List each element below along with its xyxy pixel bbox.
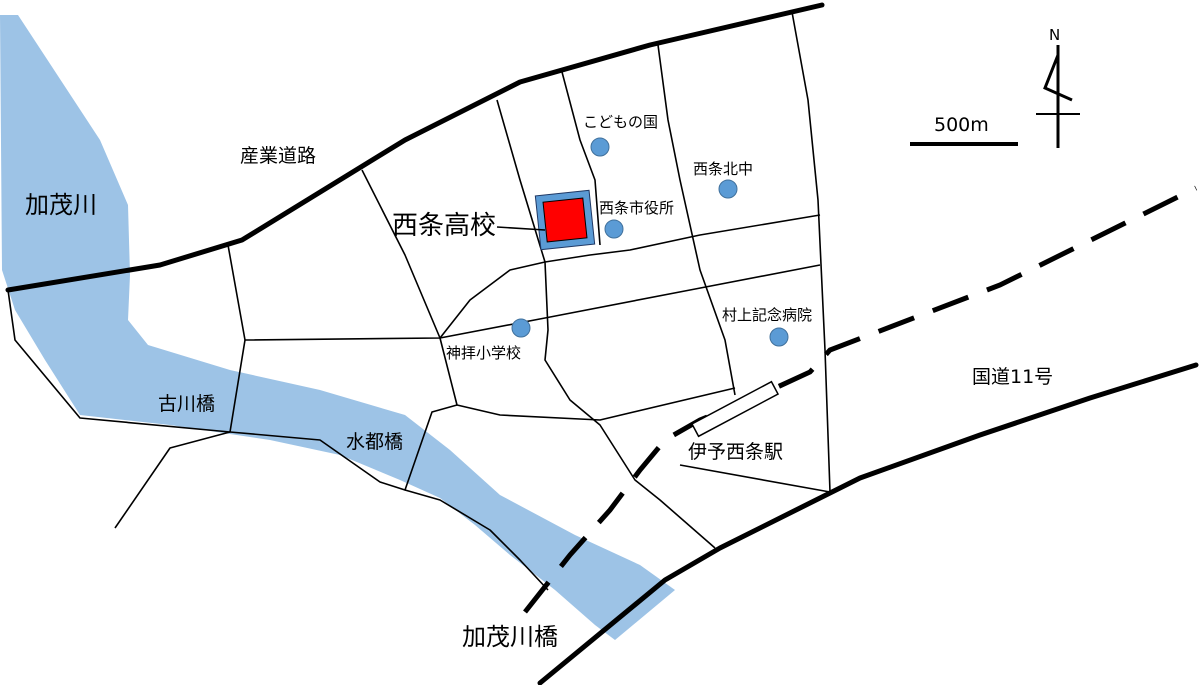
poi-marker-murakami-hospital [769, 327, 789, 347]
school-marker-fill [542, 197, 588, 243]
bridge-label-suito: 水都橋 [346, 431, 403, 453]
place-label-kannai-elementary: 神拝小学校 [446, 344, 521, 362]
river-kamogawa [0, 15, 675, 640]
place-label-saijo-kita-chu: 西条北中 [693, 160, 753, 178]
industrial-road-label: 産業道路 [240, 145, 316, 167]
north-label: N [1049, 26, 1060, 44]
place-label-city-hall: 西条市役所 [599, 199, 674, 217]
station-label: 伊予西条駅 [688, 441, 783, 463]
bridge-label-kamogawa: 加茂川橋 [462, 623, 558, 651]
place-label-kodomo-no-kuni: こどもの国 [583, 113, 658, 131]
poi-marker-kannai-elementary [511, 318, 531, 338]
poi-marker-saijo-kita-chu [718, 179, 738, 199]
industrial-road-line [5, 2, 825, 293]
scale-label: 500m [934, 114, 989, 136]
school-leader-line [496, 226, 546, 231]
school-label: 西条高校 [392, 211, 496, 241]
national-route-label: 国道11号 [972, 366, 1053, 388]
national-route-11-line [537, 362, 1199, 685]
river-label: 加茂川 [25, 191, 97, 219]
place-label-murakami-hospital: 村上記念病院 [722, 306, 812, 324]
station-building [690, 380, 780, 438]
minor-roads [7, 11, 831, 591]
bridge-label-furukawa: 古川橋 [158, 393, 215, 415]
railway-line [523, 185, 1198, 614]
poi-marker-kodomo-no-kuni [590, 137, 610, 157]
poi-marker-city-hall [604, 219, 624, 239]
north-arrow-icon [1036, 45, 1080, 148]
